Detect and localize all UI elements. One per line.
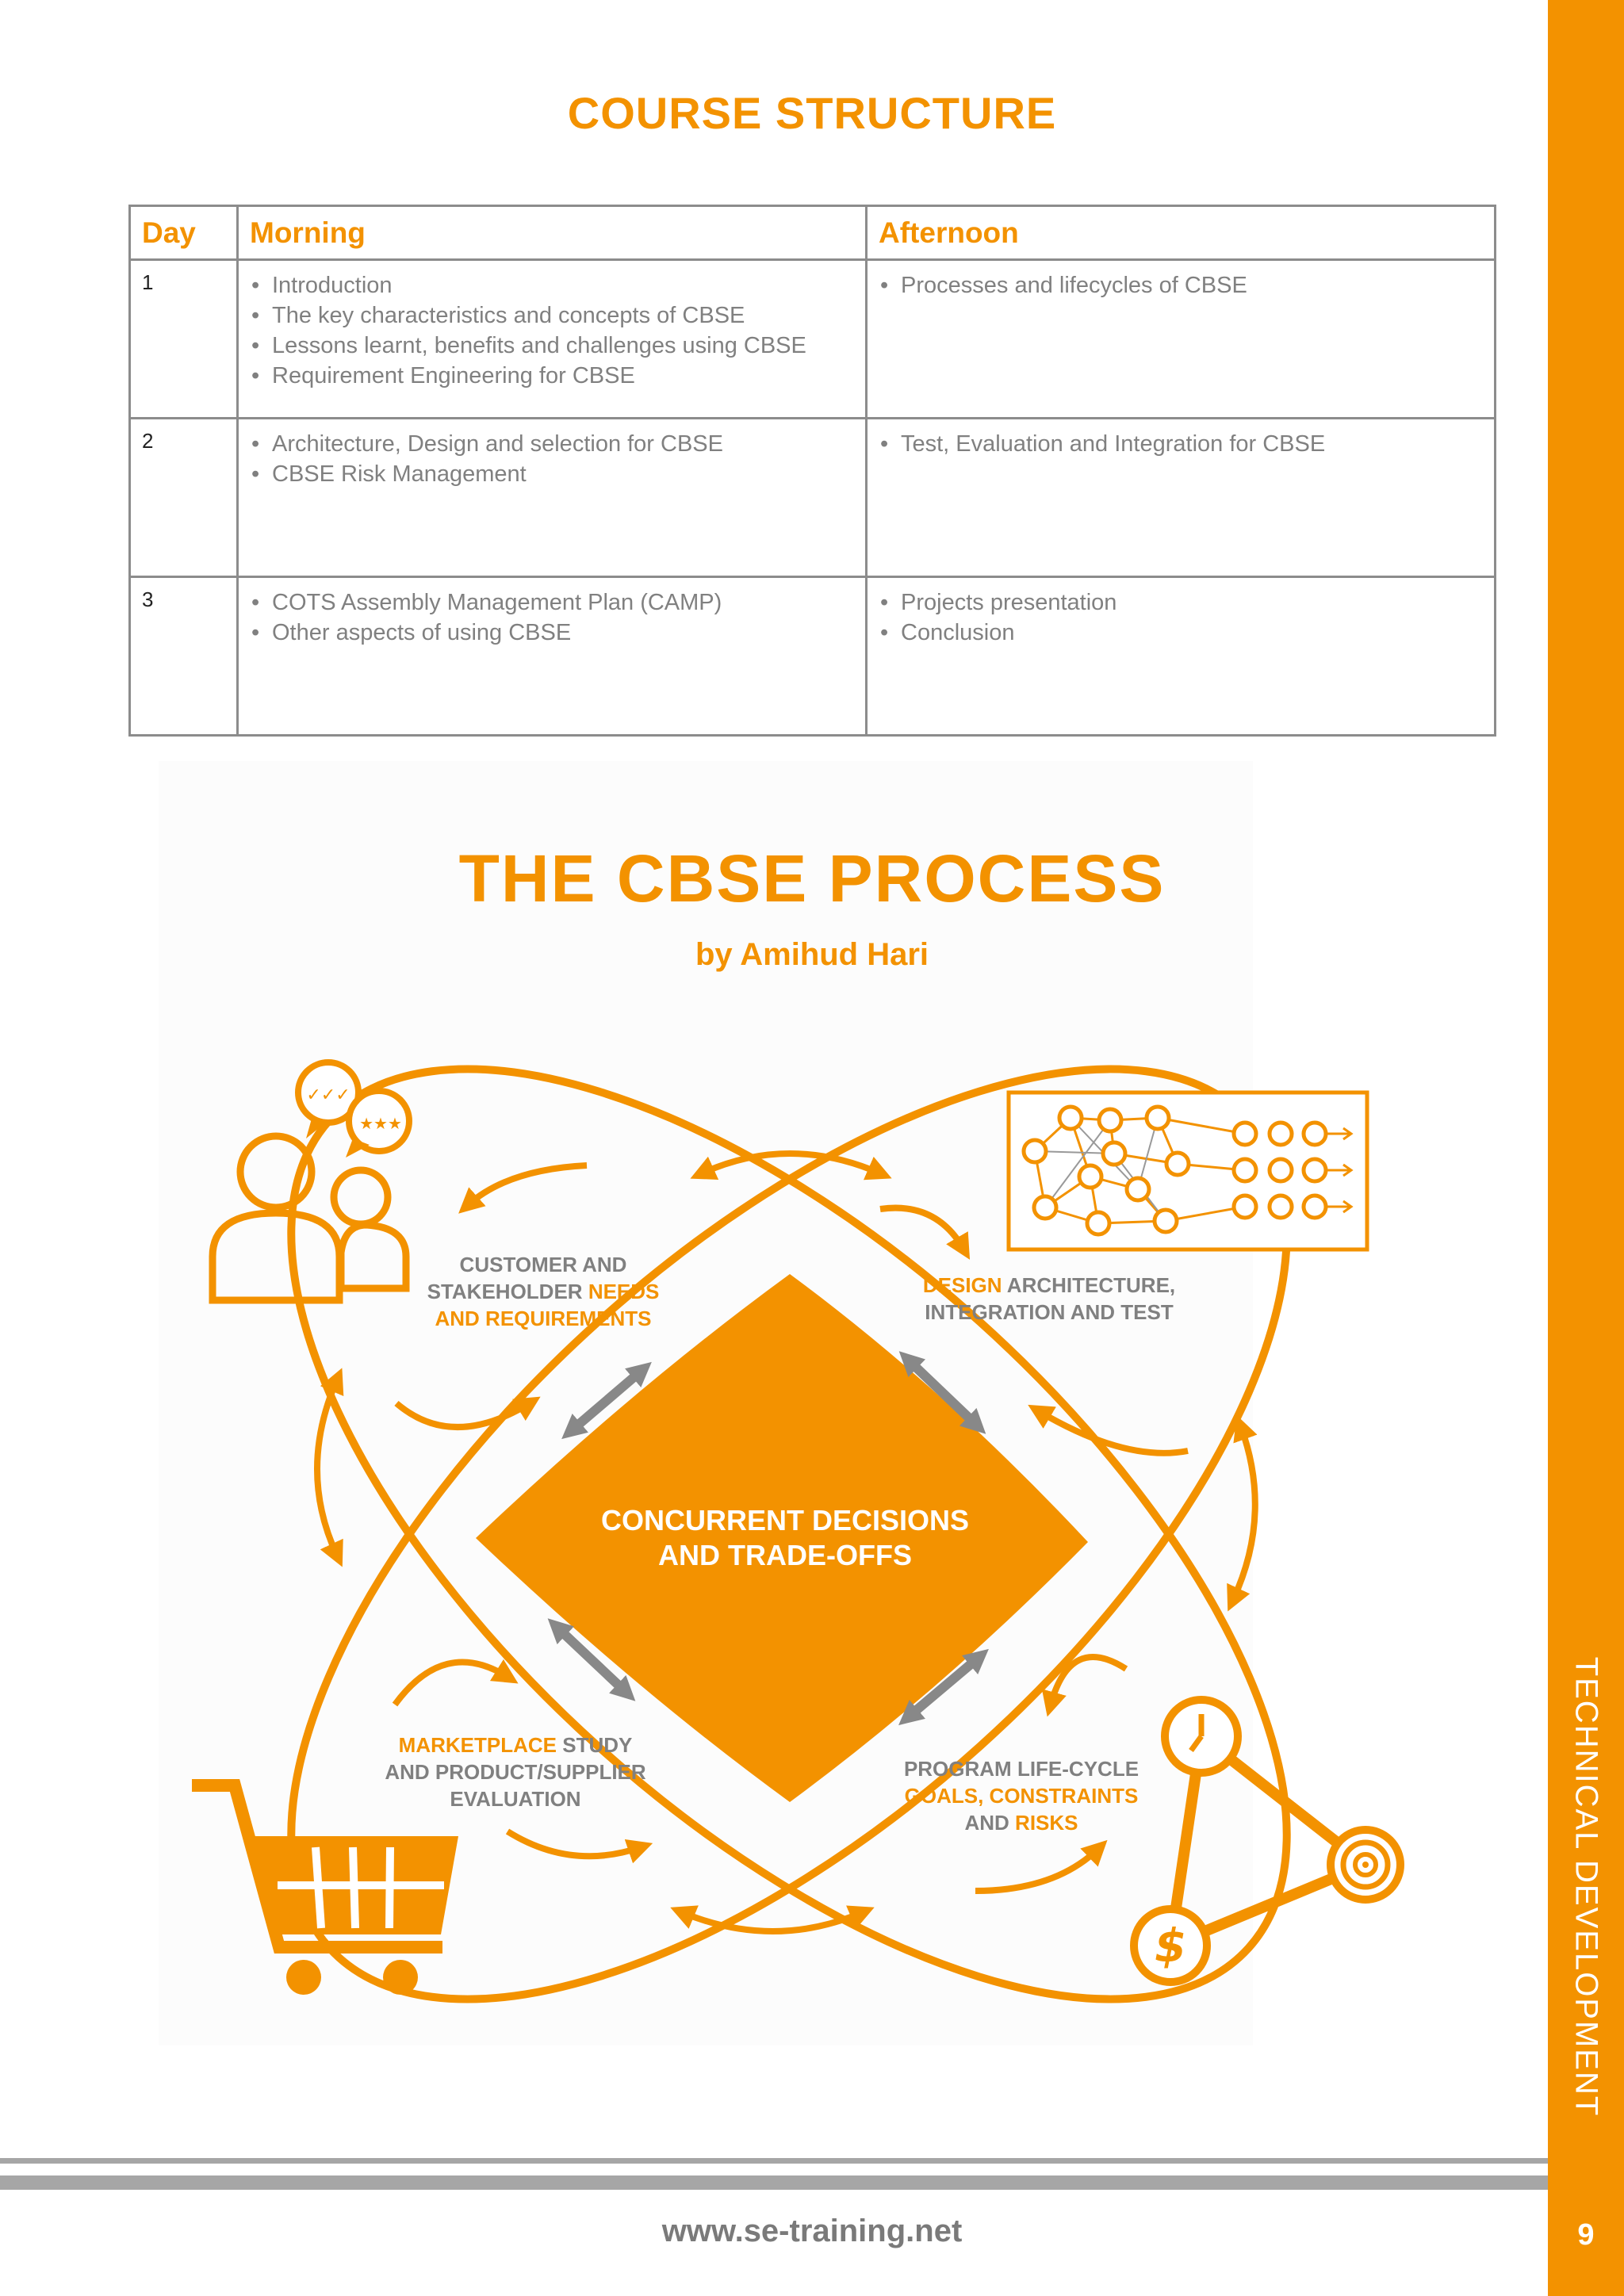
arrow-right: [1227, 1414, 1258, 1612]
arrow-q2-top: [879, 1204, 971, 1260]
customer-label-line1: CUSTOMER AND: [459, 1253, 627, 1276]
morning-cell: Introduction The key characteristics and…: [236, 258, 868, 419]
shopping-cart-icon: [192, 1779, 458, 1995]
list-item: Projects presentation: [879, 587, 1483, 618]
marketplace-label-line1a: MARKETPLACE: [398, 1733, 557, 1757]
program-label-line2: GOALS, CONSTRAINTS: [904, 1784, 1139, 1808]
list-item: Conclusion: [879, 618, 1483, 648]
afternoon-cell: Processes and lifecycles of CBSE: [865, 258, 1496, 419]
day-number: 1: [128, 258, 239, 419]
people-icon: [209, 1132, 410, 1304]
design-label-line1a: DESIGN: [922, 1273, 1002, 1297]
morning-cell: Architecture, Design and selection for C…: [236, 417, 868, 578]
target-icon: [1327, 1826, 1404, 1904]
program-label-line3b: RISKS: [1015, 1811, 1078, 1835]
gray-arrow-sw: [547, 1618, 636, 1701]
customer-label-line3: AND REQUIREMENTS: [435, 1307, 652, 1330]
arrow-q4-top: [1041, 1654, 1128, 1717]
svg-text:★★★: ★★★: [359, 1114, 402, 1133]
dollar-icon: $: [1130, 1905, 1211, 1986]
clock-icon: [1161, 1696, 1242, 1777]
marketplace-label-line3: EVALUATION: [450, 1787, 581, 1811]
header-morning: Morning: [236, 205, 868, 261]
svg-text:$: $: [1155, 1919, 1186, 1973]
list-item: Test, Evaluation and Integration for CBS…: [879, 429, 1483, 459]
list-item: Introduction: [250, 270, 854, 300]
list-item: COTS Assembly Management Plan (CAMP): [250, 587, 854, 618]
list-item: Processes and lifecycles of CBSE: [879, 270, 1483, 300]
afternoon-cell: Projects presentation Conclusion: [865, 576, 1496, 737]
table-row: 1 Introduction The key characteristics a…: [128, 258, 1496, 419]
marketplace-label-line1b: STUDY: [557, 1733, 633, 1757]
arrow-q2-bottom: [1028, 1404, 1189, 1456]
arrow-q1-top: [458, 1162, 588, 1214]
day-number: 2: [128, 417, 239, 578]
footer-website-link[interactable]: www.se-training.net: [661, 2214, 963, 2248]
list-item: CBSE Risk Management: [250, 459, 854, 489]
gray-arrow-se: [898, 1648, 989, 1726]
design-label-line2: INTEGRATION AND TEST: [925, 1300, 1174, 1324]
svg-text:✓✓✓: ✓✓✓: [306, 1085, 350, 1105]
morning-cell: COTS Assembly Management Plan (CAMP) Oth…: [236, 576, 868, 737]
design-architecture-label: DESIGN ARCHITECTURE, INTEGRATION AND TES…: [891, 1272, 1208, 1326]
table-row: 3 COTS Assembly Management Plan (CAMP) O…: [128, 576, 1496, 737]
footer-rule-thick: [0, 2175, 1548, 2190]
marketplace-label: MARKETPLACE STUDY AND PRODUCT/SUPPLIER E…: [357, 1732, 674, 1812]
network-diagram-icon: [1006, 1090, 1369, 1252]
list-item: Other aspects of using CBSE: [250, 618, 854, 648]
gray-arrow-nw: [561, 1361, 652, 1440]
marketplace-label-line2: AND PRODUCT/SUPPLIER: [385, 1760, 646, 1784]
arrow-q3-bottom: [505, 1828, 653, 1864]
list-item: Lessons learnt, benefits and challenges …: [250, 331, 854, 361]
chat-bubbles-icon: ✓✓✓ ★★★: [295, 1059, 412, 1158]
header-afternoon: Afternoon: [865, 205, 1496, 261]
list-item: Architecture, Design and selection for C…: [250, 429, 854, 459]
arrow-q4-bottom: [975, 1839, 1108, 1894]
arrow-q3-top: [392, 1659, 519, 1707]
day-number: 3: [128, 576, 239, 737]
page-number: 9: [1577, 2218, 1595, 2252]
table-header-row: Day Morning Afternoon: [128, 205, 1496, 261]
table-row: 2 Architecture, Design and selection for…: [128, 417, 1496, 578]
sidebar-band: [1548, 0, 1624, 2296]
design-label-line1b: ARCHITECTURE,: [1002, 1273, 1176, 1297]
customer-label-line2a: STAKEHOLDER: [427, 1280, 588, 1303]
center-label-line2: AND TRADE-OFFS: [658, 1539, 912, 1571]
program-label-line1: PROGRAM LIFE-CYCLE: [903, 1757, 1139, 1781]
customer-needs-label: CUSTOMER AND STAKEHOLDER NEEDS AND REQUI…: [385, 1251, 702, 1332]
header-day: Day: [128, 205, 239, 261]
gray-arrow-ne: [898, 1351, 986, 1434]
course-structure-title: COURSE STRUCTURE: [567, 88, 1057, 138]
process-title: THE CBSE PROCESS: [458, 841, 1166, 916]
arrow-top: [690, 1150, 892, 1181]
program-label-line3a: AND: [964, 1811, 1016, 1835]
arrow-left: [314, 1368, 344, 1567]
arrow-q1-bottom: [394, 1396, 541, 1430]
list-item: The key characteristics and concepts of …: [250, 300, 854, 331]
center-decisions-label: CONCURRENT DECISIONS AND TRADE-OFFS: [555, 1503, 1015, 1573]
footer-rule-thin: [0, 2158, 1548, 2164]
center-label-line1: CONCURRENT DECISIONS: [600, 1504, 970, 1536]
arrow-bottom: [670, 1905, 875, 1934]
process-author: by Amihud Hari: [695, 937, 929, 972]
program-lifecycle-label: PROGRAM LIFE-CYCLE GOALS, CONSTRAINTS AN…: [863, 1755, 1180, 1836]
course-table: Day Morning Afternoon 1 Introduction The…: [128, 205, 1496, 737]
list-item: Requirement Engineering for CBSE: [250, 361, 854, 391]
customer-label-line2b: NEEDS: [588, 1280, 660, 1303]
afternoon-cell: Test, Evaluation and Integration for CBS…: [865, 417, 1496, 578]
